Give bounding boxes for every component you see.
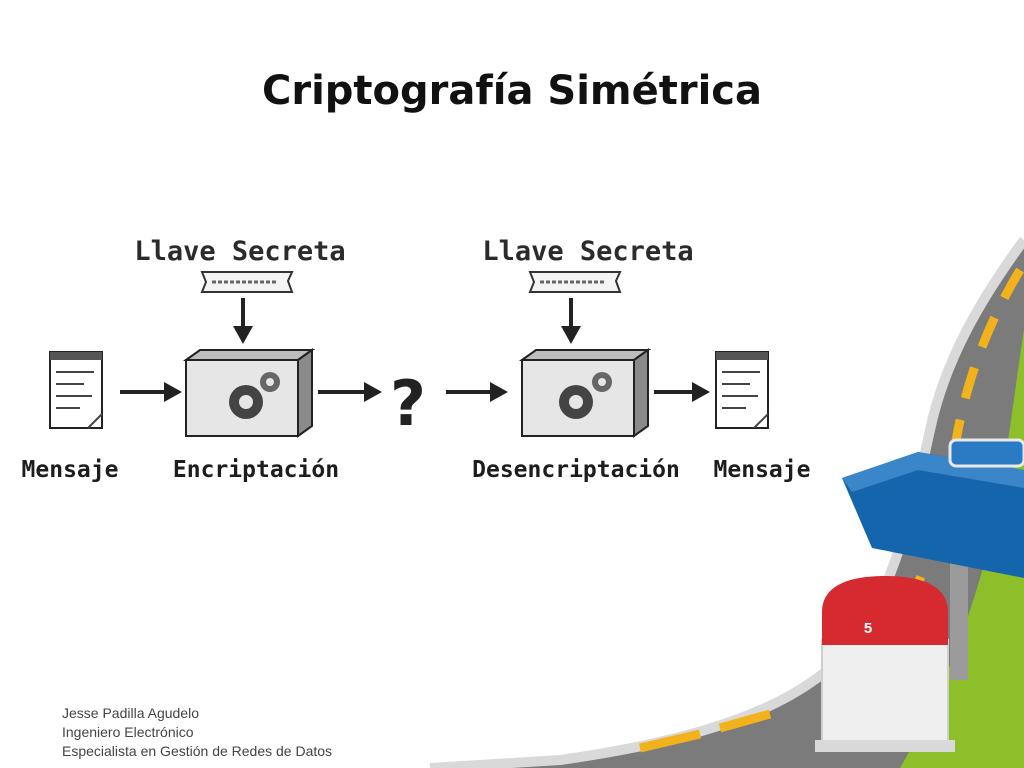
caption-decryption: Desencriptación (472, 457, 680, 483)
arrow-right-1-icon (120, 382, 182, 402)
decryption-box-icon (518, 348, 652, 438)
arrow-right-3-icon (446, 382, 508, 402)
milestone-number: 5 (864, 620, 872, 637)
milestone-marker (815, 576, 955, 752)
lane-marking-bottom (638, 709, 772, 753)
author-specialty: Especialista en Gestión de Redes de Dato… (62, 743, 333, 759)
arrow-right-2-icon (318, 382, 382, 402)
message-document-right-icon (715, 351, 769, 429)
down-arrow-right-icon (561, 298, 581, 344)
author-name: Jesse Padilla Agudelo (62, 705, 199, 721)
grass-area (880, 300, 1024, 768)
road-sign (842, 438, 1024, 578)
author-title: Ingeniero Electrónico (62, 724, 194, 740)
down-arrow-left-icon (233, 298, 253, 344)
message-document-left-icon (49, 351, 103, 429)
key-ribbon-left-icon (200, 271, 294, 293)
arrow-right-4-icon (654, 382, 710, 402)
caption-message-left: Mensaje (22, 457, 119, 483)
unknown-channel-mark: ? (390, 367, 426, 440)
caption-encryption: Encriptación (173, 457, 339, 483)
page-title: Criptografía Simétrica (262, 68, 762, 114)
key-label-left: Llave Secreta (134, 236, 345, 267)
author-footer: Jesse Padilla Agudelo Ingeniero Electrón… (62, 704, 332, 761)
key-label-right: Llave Secreta (482, 236, 693, 267)
lane-marking (900, 267, 1024, 617)
encryption-box-icon (182, 348, 316, 438)
caption-message-right: Mensaje (714, 457, 811, 483)
key-ribbon-right-icon (528, 271, 622, 293)
